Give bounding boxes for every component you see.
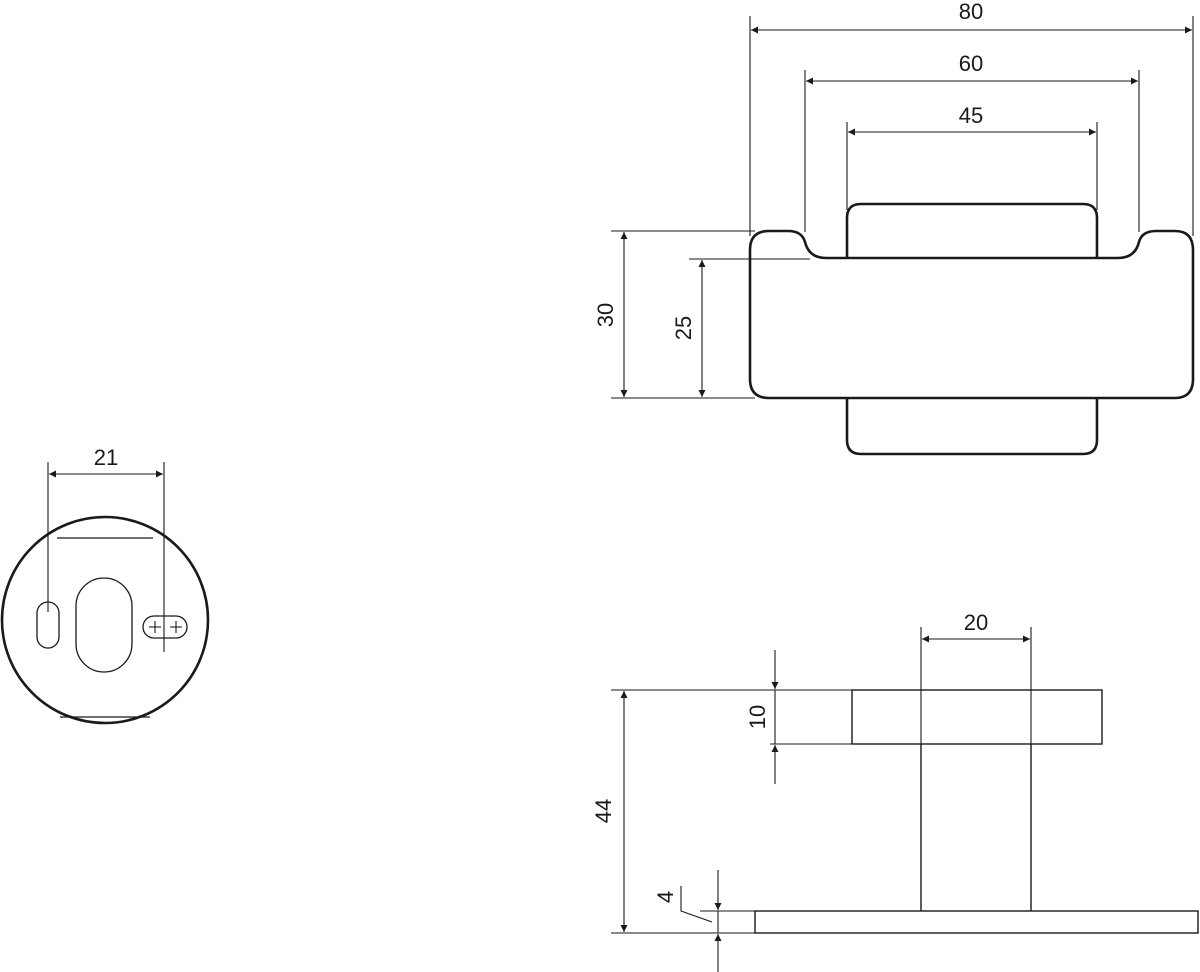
dim-label-20: 20 <box>964 610 988 635</box>
side-view-base-plate <box>754 910 1199 934</box>
base-view: 21 <box>0 445 210 725</box>
top-view: 80 60 45 30 25 <box>593 0 1195 456</box>
top-view-hook-body <box>748 229 1195 400</box>
dim-label-21: 21 <box>94 445 118 470</box>
dim-label-60: 60 <box>959 51 983 76</box>
dim-label-80: 80 <box>959 0 983 24</box>
base-view-right-slot <box>142 615 188 639</box>
dim-label-44: 44 <box>591 799 616 823</box>
dim-label-25: 25 <box>671 316 696 340</box>
top-view-back-plate-lower <box>845 398 1099 456</box>
side-view-head <box>851 689 1103 745</box>
dim-label-45: 45 <box>959 103 983 128</box>
dim-label-10: 10 <box>745 705 770 729</box>
dim-label-30: 30 <box>593 303 618 327</box>
dim-label-4: 4 <box>653 891 678 903</box>
base-view-center-slot <box>75 577 133 673</box>
top-view-back-plate-upper <box>845 202 1099 258</box>
side-view: 20 10 44 4 <box>591 610 1199 972</box>
base-view-circle <box>0 515 210 725</box>
